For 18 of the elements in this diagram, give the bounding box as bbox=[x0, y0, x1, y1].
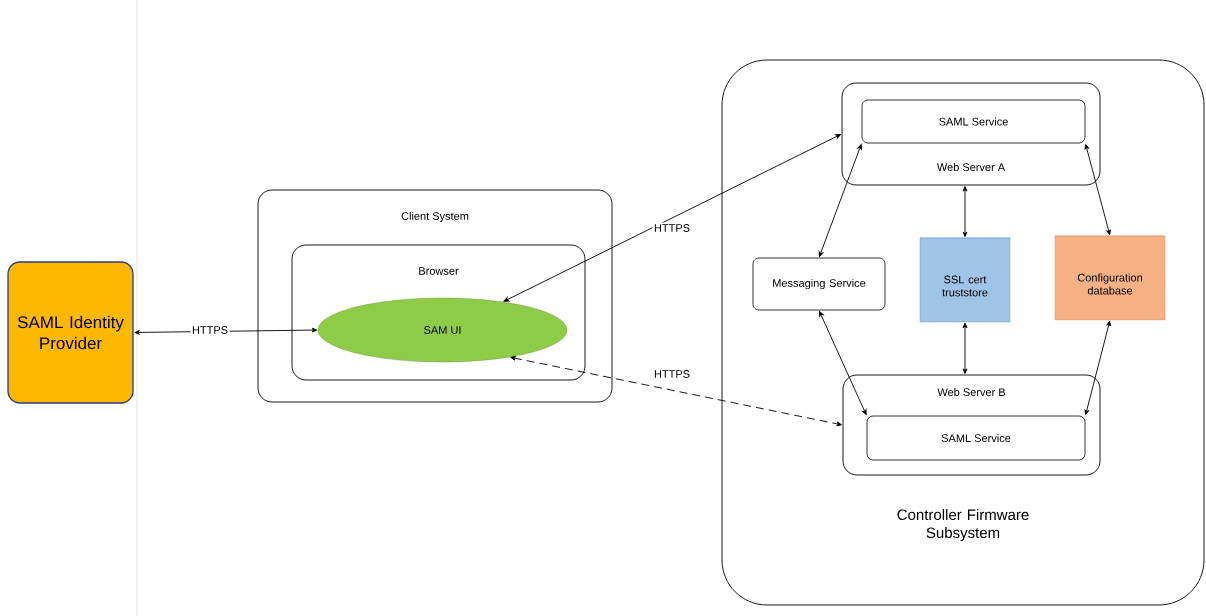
edge-label: HTTPS bbox=[190, 324, 230, 336]
ellipse-node: SAM UI bbox=[317, 297, 568, 363]
database-cylinder: SSL cert truststore bbox=[919, 237, 1011, 323]
edge-label: HTTPS bbox=[652, 368, 692, 380]
arrow bbox=[1084, 144, 1111, 236]
process-box: SAML Service bbox=[866, 415, 1086, 461]
edge-label: HTTPS bbox=[652, 222, 692, 234]
arrow bbox=[510, 355, 842, 427]
arrow bbox=[503, 134, 841, 302]
arrow bbox=[962, 186, 968, 237]
arrow bbox=[962, 322, 968, 374]
arrow bbox=[1084, 320, 1111, 415]
arrow bbox=[818, 144, 862, 257]
process-box: Messaging Service bbox=[752, 257, 886, 311]
process-box: SAML Service bbox=[861, 99, 1086, 144]
process-box: SAML Identity Provider bbox=[7, 261, 134, 404]
arrow bbox=[819, 311, 867, 415]
database-cylinder: Configuration database bbox=[1054, 235, 1166, 321]
